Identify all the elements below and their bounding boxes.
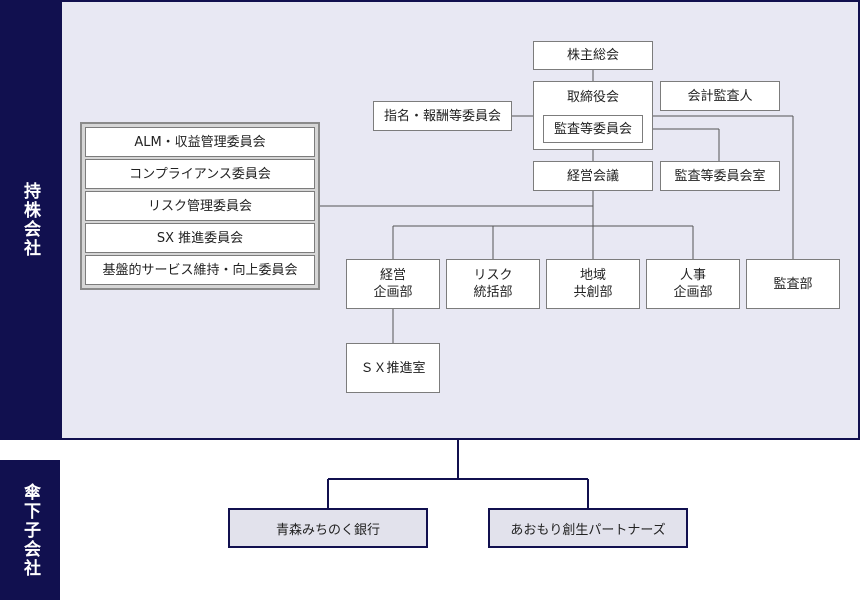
dept-hr-planning: 人事 企画部: [646, 259, 740, 309]
subsidiary-partners: あおもり創生パートナーズ: [488, 508, 688, 548]
committee-risk: リスク管理委員会: [85, 191, 315, 221]
board-label: 取締役会: [566, 90, 619, 105]
sx-office-box: ＳＸ推進室: [346, 343, 440, 393]
accounting-auditor-box: 会計監査人: [660, 81, 780, 111]
subsidiary-bank: 青森みちのく銀行: [228, 508, 428, 548]
committee-basic-services: 基盤的サービス維持・向上委員会: [85, 255, 315, 285]
holding-company-label: 持株会社: [0, 0, 60, 440]
audit-committee-box: 監査等委員会: [543, 115, 643, 143]
dept-corporate-planning: 経営 企画部: [346, 259, 440, 309]
committee-alm: ALM・収益管理委員会: [85, 127, 315, 157]
dept-regional-cocreation: 地域 共創部: [546, 259, 640, 309]
dept-risk-management: リスク 統括部: [446, 259, 540, 309]
management-meeting-box: 経営会議: [533, 161, 653, 191]
committee-compliance: コンプライアンス委員会: [85, 159, 315, 189]
committee-sx: SX 推進委員会: [85, 223, 315, 253]
nomination-committee-box: 指名・報酬等委員会: [373, 101, 512, 131]
shareholders-meeting-box: 株主総会: [533, 41, 653, 70]
subsidiary-label: 傘下子会社: [0, 460, 60, 600]
dept-audit: 監査部: [746, 259, 840, 309]
audit-committee-office-box: 監査等委員会室: [660, 161, 780, 191]
